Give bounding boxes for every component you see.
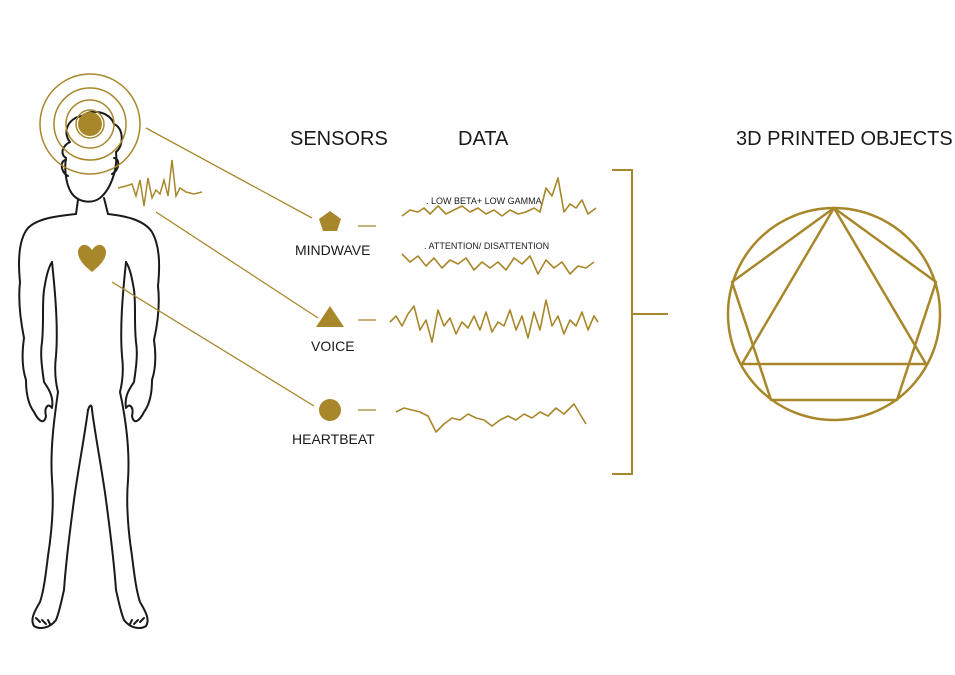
connector-lines bbox=[111, 127, 376, 411]
geometric-object bbox=[726, 206, 942, 422]
heartbeat-signal bbox=[395, 403, 587, 433]
brain-dot bbox=[78, 112, 102, 136]
sensors-header: SENSORS bbox=[290, 128, 388, 150]
sensor-label-heartbeat: HEARTBEAT bbox=[292, 431, 375, 447]
heart-icon bbox=[78, 244, 106, 272]
circle-icon bbox=[319, 399, 341, 421]
voice-waveform bbox=[117, 159, 203, 207]
mindwave-signal-top bbox=[401, 177, 597, 217]
mindwave-signal-bottom bbox=[401, 253, 595, 275]
sensor-label-voice: VOICE bbox=[311, 338, 355, 354]
grouping-bracket bbox=[612, 169, 668, 475]
sensor-label-mindwave: MINDWAVE bbox=[295, 242, 371, 258]
signal-label-beta-gamma: . LOW BETA+ LOW GAMMA bbox=[426, 196, 542, 206]
pentagon-icon bbox=[319, 211, 341, 231]
triangle-icon bbox=[316, 306, 344, 327]
brainwave-rings bbox=[39, 73, 141, 175]
human-figure bbox=[18, 110, 161, 629]
objects-header: 3D PRINTED OBJECTS bbox=[736, 128, 953, 150]
signal-waves bbox=[389, 177, 599, 433]
signal-label-attention: . ATTENTION/ DISATTENTION bbox=[424, 241, 550, 251]
data-header: DATA bbox=[458, 128, 509, 150]
voice-signal bbox=[389, 299, 599, 343]
